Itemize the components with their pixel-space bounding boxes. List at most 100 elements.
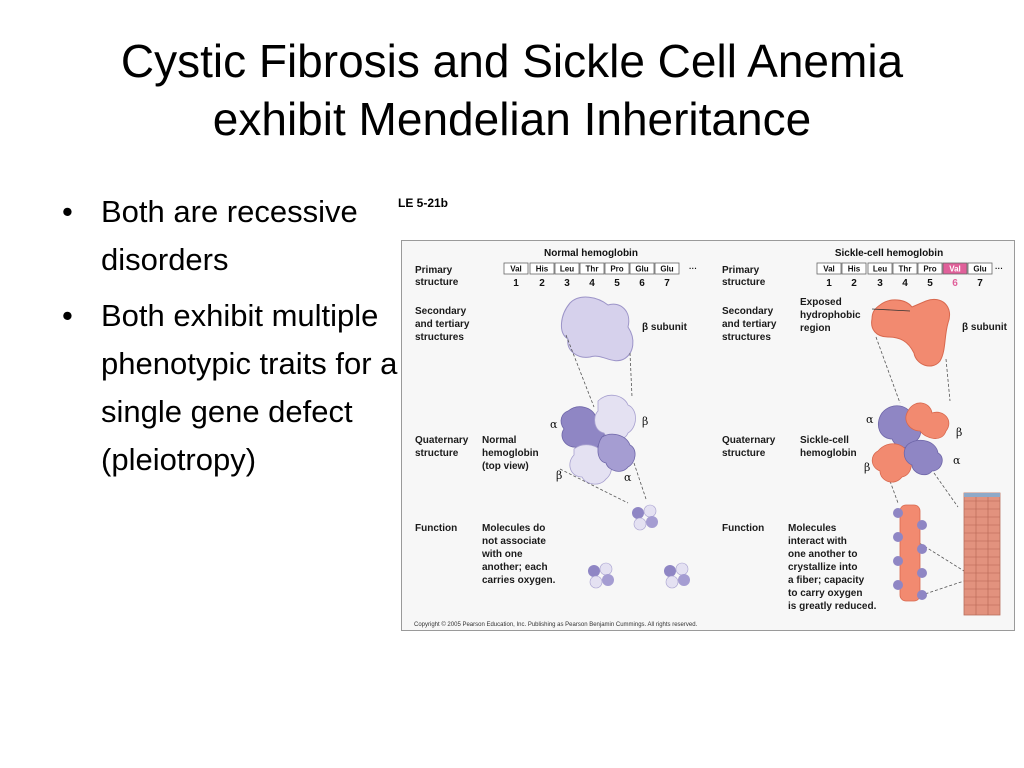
amino-acid-label: Thr: [899, 265, 912, 274]
exposed-region-label: Exposed: [800, 297, 842, 308]
normal-molecule-icon: [664, 562, 690, 589]
amino-acid-label: His: [848, 265, 861, 274]
normal-hemoglobin-header: Normal hemoglobin: [544, 248, 638, 259]
amino-acid-label: Pro: [610, 265, 623, 274]
slide-title: Cystic Fibrosis and Sickle Cell Anemia e…: [40, 32, 984, 148]
sickle-function-text: is greatly reduced.: [788, 601, 877, 612]
sickle-guide-lines: [875, 336, 965, 598]
normal-function-text: not associate: [482, 536, 546, 547]
quaternary-structure-label: Quaternary: [415, 435, 469, 446]
sickle-function-text: a fiber; capacity: [788, 575, 865, 586]
beta-label: β: [556, 469, 562, 482]
normal-molecule-icon: [588, 562, 614, 589]
mutated-position-number: 6: [952, 278, 958, 289]
function-label: Function: [415, 523, 457, 534]
secondary-structure-label: Secondary: [722, 306, 774, 317]
sickle-hemoglobin-tetramer: [871, 402, 950, 483]
secondary-structure-label: and tertiary: [722, 319, 777, 330]
amino-acid-label: Pro: [923, 265, 936, 274]
hemoglobin-diagram: Normal hemoglobin Sickle-cell hemoglobin…: [414, 248, 1008, 628]
row-labels-left: Primary structure Secondary and tertiary…: [415, 265, 470, 534]
normal-guide-lines: [559, 334, 647, 504]
primary-structure-label: structure: [415, 277, 459, 288]
alpha-label: α: [550, 418, 558, 431]
position-number: 2: [539, 278, 545, 289]
amino-acid-label: Val: [823, 265, 835, 274]
secondary-structure-label: structures: [415, 332, 464, 343]
alpha-label: α: [953, 454, 961, 467]
sickle-function-text: to carry oxygen: [788, 588, 862, 599]
amino-acid-label: Leu: [873, 265, 887, 274]
beta-subunit-label: β subunit: [642, 322, 688, 333]
mutated-residue-highlight: [942, 262, 968, 275]
secondary-structure-label: and tertiary: [415, 319, 470, 330]
sequence-ellipsis: ···: [995, 264, 1003, 273]
amino-acid-label: His: [536, 265, 549, 274]
amino-acid-label: Thr: [586, 265, 599, 274]
normal-beta-subunit-shape: [561, 296, 634, 362]
sequence-ellipsis: ···: [689, 264, 697, 273]
primary-structure-label: Primary: [415, 265, 453, 276]
normal-function-text: carries oxygen.: [482, 575, 556, 586]
position-number: 7: [977, 278, 983, 289]
exposed-region-label: region: [800, 323, 831, 334]
primary-structure-label: Primary: [722, 265, 760, 276]
normal-function-text: another; each: [482, 562, 548, 573]
sickle-fiber-chain: [893, 504, 927, 602]
normal-hemoglobin-tetramer: [560, 394, 636, 485]
normal-amino-acid-chain: Val His Leu Thr Pro Glu Glu ··· 1 2 3 4 …: [503, 262, 697, 289]
secondary-structure-label: Secondary: [415, 306, 467, 317]
figure-tag: LE 5-21b: [398, 196, 449, 210]
position-number: 3: [564, 278, 570, 289]
normal-function-text: Molecules do: [482, 523, 545, 534]
normal-quaternary-caption: hemoglobin: [482, 448, 539, 459]
bullet-item: Both exhibit multiple phenotypic traits …: [58, 292, 403, 484]
position-number: 6: [639, 278, 645, 289]
quaternary-structure-label: Quaternary: [722, 435, 776, 446]
sickle-beta-subunit-shape: [871, 299, 950, 367]
normal-quaternary-caption: Normal: [482, 435, 517, 446]
normal-quaternary-caption: (top view): [482, 461, 529, 472]
sickle-function-text: interact with: [788, 536, 847, 547]
position-number: 1: [826, 278, 832, 289]
position-number: 4: [589, 278, 595, 289]
position-number: 4: [902, 278, 908, 289]
sickle-quaternary-caption: hemoglobin: [800, 448, 857, 459]
beta-label: β: [864, 461, 870, 474]
position-number: 7: [664, 278, 670, 289]
secondary-structure-label: structures: [722, 332, 771, 343]
alpha-label: α: [866, 413, 874, 426]
position-number: 1: [513, 278, 519, 289]
row-labels-right: Primary structure Secondary and tertiary…: [722, 265, 777, 534]
amino-acid-label: Glu: [635, 265, 648, 274]
beta-subunit-label: β subunit: [962, 322, 1008, 333]
hemoglobin-figure: Normal hemoglobin Sickle-cell hemoglobin…: [401, 240, 1015, 631]
amino-acid-label: Glu: [973, 265, 986, 274]
quaternary-structure-label: structure: [415, 448, 459, 459]
amino-acid-label: Glu: [660, 265, 673, 274]
sickle-function-text: Molecules: [788, 523, 837, 534]
amino-acid-label: Leu: [560, 265, 574, 274]
sickle-quaternary-caption: Sickle-cell: [800, 435, 849, 446]
sickle-amino-acid-chain: Val His Leu Thr Pro Val Glu ··· 1 2 3 4 …: [816, 262, 1003, 289]
normal-molecule-icon: [632, 504, 658, 531]
beta-label: β: [956, 426, 962, 439]
exposed-region-pointer: [871, 308, 911, 312]
quaternary-structure-label: structure: [722, 448, 766, 459]
sickle-hemoglobin-header: Sickle-cell hemoglobin: [835, 248, 943, 259]
exposed-region-label: hydrophobic: [800, 310, 861, 321]
sickle-function-text: crystallize into: [788, 562, 857, 573]
position-number: 2: [851, 278, 857, 289]
sickle-fiber-bundle: [963, 492, 1001, 616]
position-number: 3: [877, 278, 883, 289]
position-number: 5: [927, 278, 933, 289]
copyright-notice: Copyright © 2005 Pearson Education, Inc.…: [414, 621, 698, 628]
sickle-function-text: one another to: [788, 549, 857, 560]
alpha-label: α: [624, 471, 632, 484]
bullet-item: Both are recessive disorders: [58, 188, 403, 284]
position-number: 5: [614, 278, 620, 289]
amino-acid-label: Val: [510, 265, 522, 274]
slide-title-line-2: exhibit Mendelian Inheritance: [212, 93, 812, 145]
bullet-list: Both are recessive disorders Both exhibi…: [58, 188, 403, 484]
beta-label: β: [642, 415, 648, 428]
